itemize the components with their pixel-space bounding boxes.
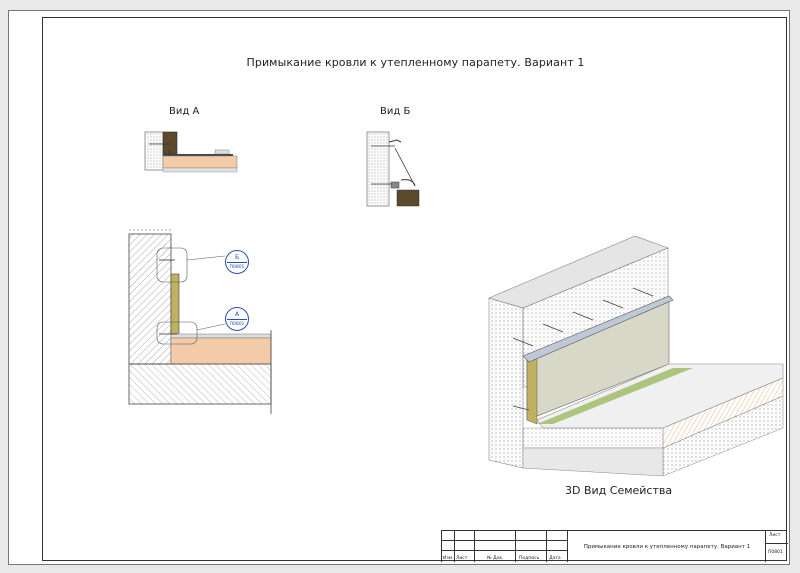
title-block-description: Примыкание кровли к утепленному парапету… bbox=[567, 531, 766, 562]
family-3d-view bbox=[488, 235, 784, 477]
header-date: Дата bbox=[549, 556, 561, 561]
header-list: Лист bbox=[456, 556, 468, 561]
drawing-title: Примыкание кровли к утепленному парапету… bbox=[246, 56, 585, 69]
callout-b[interactable]: Б П0801 bbox=[225, 250, 249, 274]
view-a-detail bbox=[144, 131, 238, 173]
drawing-sheet: Примыкание кровли к утепленному парапету… bbox=[8, 10, 790, 565]
section-detail bbox=[128, 229, 272, 414]
callout-a-letter: А bbox=[234, 311, 240, 318]
callout-b-letter: Б bbox=[234, 254, 240, 261]
title-block: Изм. Лист № Док. Подпись Дата Примыкание… bbox=[441, 530, 788, 562]
view-b-label: Вид Б bbox=[380, 106, 411, 117]
sheet-number: П0801 bbox=[768, 550, 783, 555]
revision-grid: Изм. Лист № Док. Подпись Дата bbox=[442, 531, 567, 562]
header-doc: № Док. bbox=[487, 556, 504, 561]
callout-a-ref: П0801 bbox=[229, 322, 245, 327]
sheet-label: Лист bbox=[769, 533, 781, 538]
sheet-number-cell: Лист П0801 bbox=[765, 531, 788, 562]
drawing-frame: Примыкание кровли к утепленному парапету… bbox=[42, 17, 788, 562]
view-a-label: Вид А bbox=[169, 106, 200, 117]
callout-b-ref: П0801 bbox=[229, 265, 245, 270]
view-b-detail bbox=[366, 131, 420, 207]
header-izm: Изм. bbox=[443, 556, 454, 561]
header-signature: Подпись bbox=[519, 556, 540, 561]
callout-a[interactable]: А П0801 bbox=[225, 307, 249, 331]
caption-3d-view: 3D Вид Семейства bbox=[565, 484, 673, 497]
